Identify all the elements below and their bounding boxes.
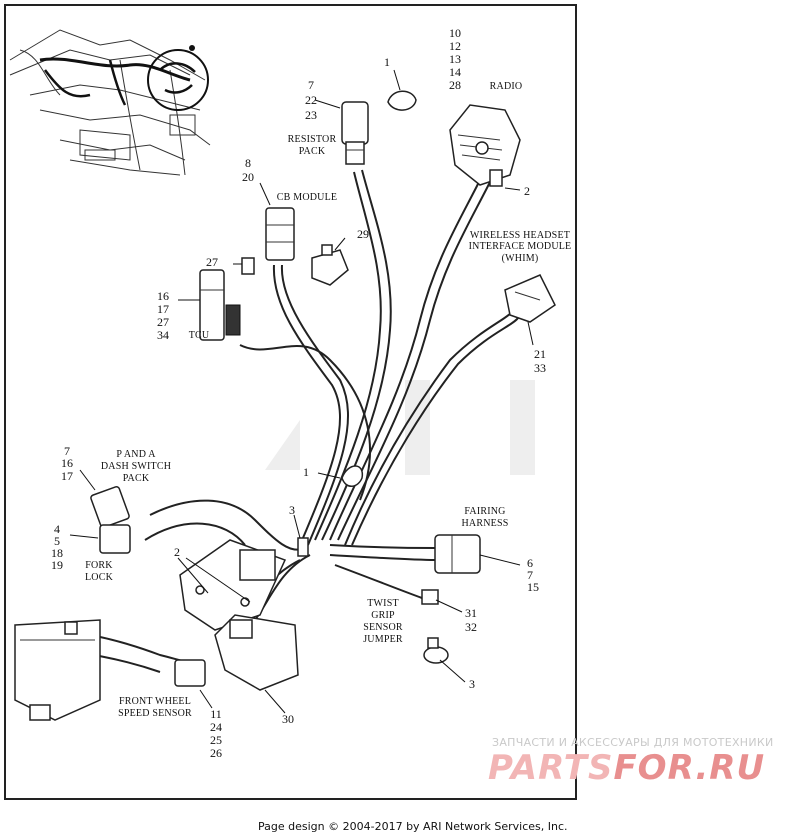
- label-pa-line2: DASH SWITCH: [101, 461, 171, 472]
- label-cb-module: CB MODULE: [277, 192, 337, 203]
- cb-module-connector[interactable]: [265, 207, 295, 261]
- label-radio: RADIO: [490, 81, 523, 92]
- label-fws-line1: FRONT WHEEL: [119, 696, 191, 707]
- label-whim-line3: (WHIM): [502, 253, 539, 264]
- callout-13: 13: [449, 52, 461, 66]
- label-fairing-line1: FAIRING: [464, 506, 505, 517]
- pa-dash-switch-connector[interactable]: [90, 485, 130, 529]
- leader-lines: [69, 69, 534, 714]
- label-twist-line3: SENSOR: [363, 622, 403, 633]
- callout-8: 8: [245, 156, 251, 170]
- fork-bracket-lower-left: [14, 619, 101, 721]
- motorcycle-frame-inset: [9, 29, 211, 176]
- callout-10: 10: [449, 26, 461, 40]
- label-fork-line2: LOCK: [85, 572, 114, 583]
- watermark-logo-part2: FOR.RU: [613, 748, 766, 788]
- callout-16-pa: 16: [61, 456, 73, 470]
- callout-22: 22: [305, 93, 317, 107]
- callout-33: 33: [534, 361, 546, 375]
- label-pa-line1: P AND A: [116, 449, 156, 460]
- grommet-29[interactable]: [311, 244, 349, 286]
- small-connector-27[interactable]: [241, 257, 255, 275]
- callout-4: 4: [54, 522, 60, 536]
- callout-30: 30: [282, 712, 294, 726]
- callout-26: 26: [210, 746, 222, 760]
- tcu-connector[interactable]: [199, 269, 241, 341]
- callout-3-upper: 3: [289, 503, 295, 517]
- callout-17-tcu: 17: [157, 302, 169, 316]
- clip-1-top[interactable]: [387, 90, 417, 111]
- component-labels: RADIO RESISTOR PACK CB MODULE WIRELESS H…: [85, 81, 571, 719]
- fork-lock-connector[interactable]: [99, 524, 131, 554]
- callout-29: 29: [357, 227, 369, 241]
- callout-7-pa: 7: [64, 444, 70, 458]
- label-whim-line2: INTERFACE MODULE: [469, 241, 572, 252]
- callout-6: 6: [527, 556, 533, 570]
- label-twist-line2: GRIP: [371, 610, 395, 621]
- callout-15: 15: [527, 580, 539, 594]
- callout-23: 23: [305, 108, 317, 122]
- front-wheel-speed-sensor-connector[interactable]: [174, 659, 206, 687]
- clamp-3-lower[interactable]: [423, 637, 449, 664]
- clamp-3-upper[interactable]: [297, 537, 309, 557]
- label-resistor-pack-line2: PACK: [299, 146, 326, 157]
- callout-2-lower: 2: [174, 545, 180, 559]
- callout-21: 21: [534, 347, 546, 361]
- callout-24: 24: [210, 720, 222, 734]
- callout-34: 34: [157, 328, 169, 342]
- copyright-footer: Page design © 2004-2017 by ARI Network S…: [258, 820, 568, 833]
- callout-25: 25: [210, 733, 222, 747]
- watermark-logo: PARTSFOR.RU: [488, 748, 765, 788]
- callout-5: 5: [54, 534, 60, 548]
- callout-28: 28: [449, 78, 461, 92]
- callout-3-lower: 3: [469, 677, 475, 691]
- label-twist-line4: JUMPER: [363, 634, 403, 645]
- resistor-pack[interactable]: [341, 101, 369, 165]
- callout-16-tcu: 16: [157, 289, 169, 303]
- clip-1-middle[interactable]: [341, 465, 363, 487]
- lower-module-30[interactable]: [214, 614, 299, 691]
- callout-18: 18: [51, 546, 63, 560]
- callouts: 1 10 12 13 14 28 7 22 23 2 8 20 29 27 16…: [51, 26, 546, 760]
- callout-17-pa: 17: [61, 469, 73, 483]
- callout-7-fairing: 7: [527, 568, 533, 582]
- callout-1-middle: 1: [303, 465, 309, 479]
- label-resistor-pack-line1: RESISTOR: [288, 134, 337, 145]
- twist-grip-jumper[interactable]: [421, 589, 439, 605]
- whim-connector[interactable]: [504, 274, 556, 323]
- callout-32: 32: [465, 620, 477, 634]
- callout-20: 20: [242, 170, 254, 184]
- callout-27-tcu: 27: [157, 315, 169, 329]
- callout-19: 19: [51, 558, 63, 572]
- radio-connector[interactable]: [449, 104, 521, 187]
- label-fairing-line2: HARNESS: [462, 518, 509, 529]
- watermark-logo-part1: PARTS: [488, 748, 614, 788]
- background-watermark-mark: [265, 380, 535, 475]
- diagram-frame: [4, 4, 577, 800]
- callout-27-small: 27: [206, 255, 218, 269]
- callout-1-top: 1: [384, 55, 390, 69]
- callout-2-radio: 2: [524, 184, 530, 198]
- label-fws-line2: SPEED SENSOR: [118, 708, 192, 719]
- callout-31: 31: [465, 606, 477, 620]
- label-tcu: TCU: [189, 330, 210, 341]
- label-fork-line1: FORK: [85, 560, 113, 571]
- fairing-harness-connector[interactable]: [434, 534, 481, 574]
- watermark-tagline: ЗАПЧАСТИ И АКСЕССУАРЫ ДЛЯ МОТОТЕХНИКИ: [492, 736, 774, 749]
- callout-11: 11: [210, 707, 222, 721]
- label-pa-line3: PACK: [123, 473, 150, 484]
- callout-14: 14: [449, 65, 461, 79]
- label-whim-line1: WIRELESS HEADSET: [470, 230, 570, 241]
- callout-7-top: 7: [308, 78, 314, 92]
- callout-12: 12: [449, 39, 461, 53]
- label-twist-line1: TWIST: [367, 598, 399, 609]
